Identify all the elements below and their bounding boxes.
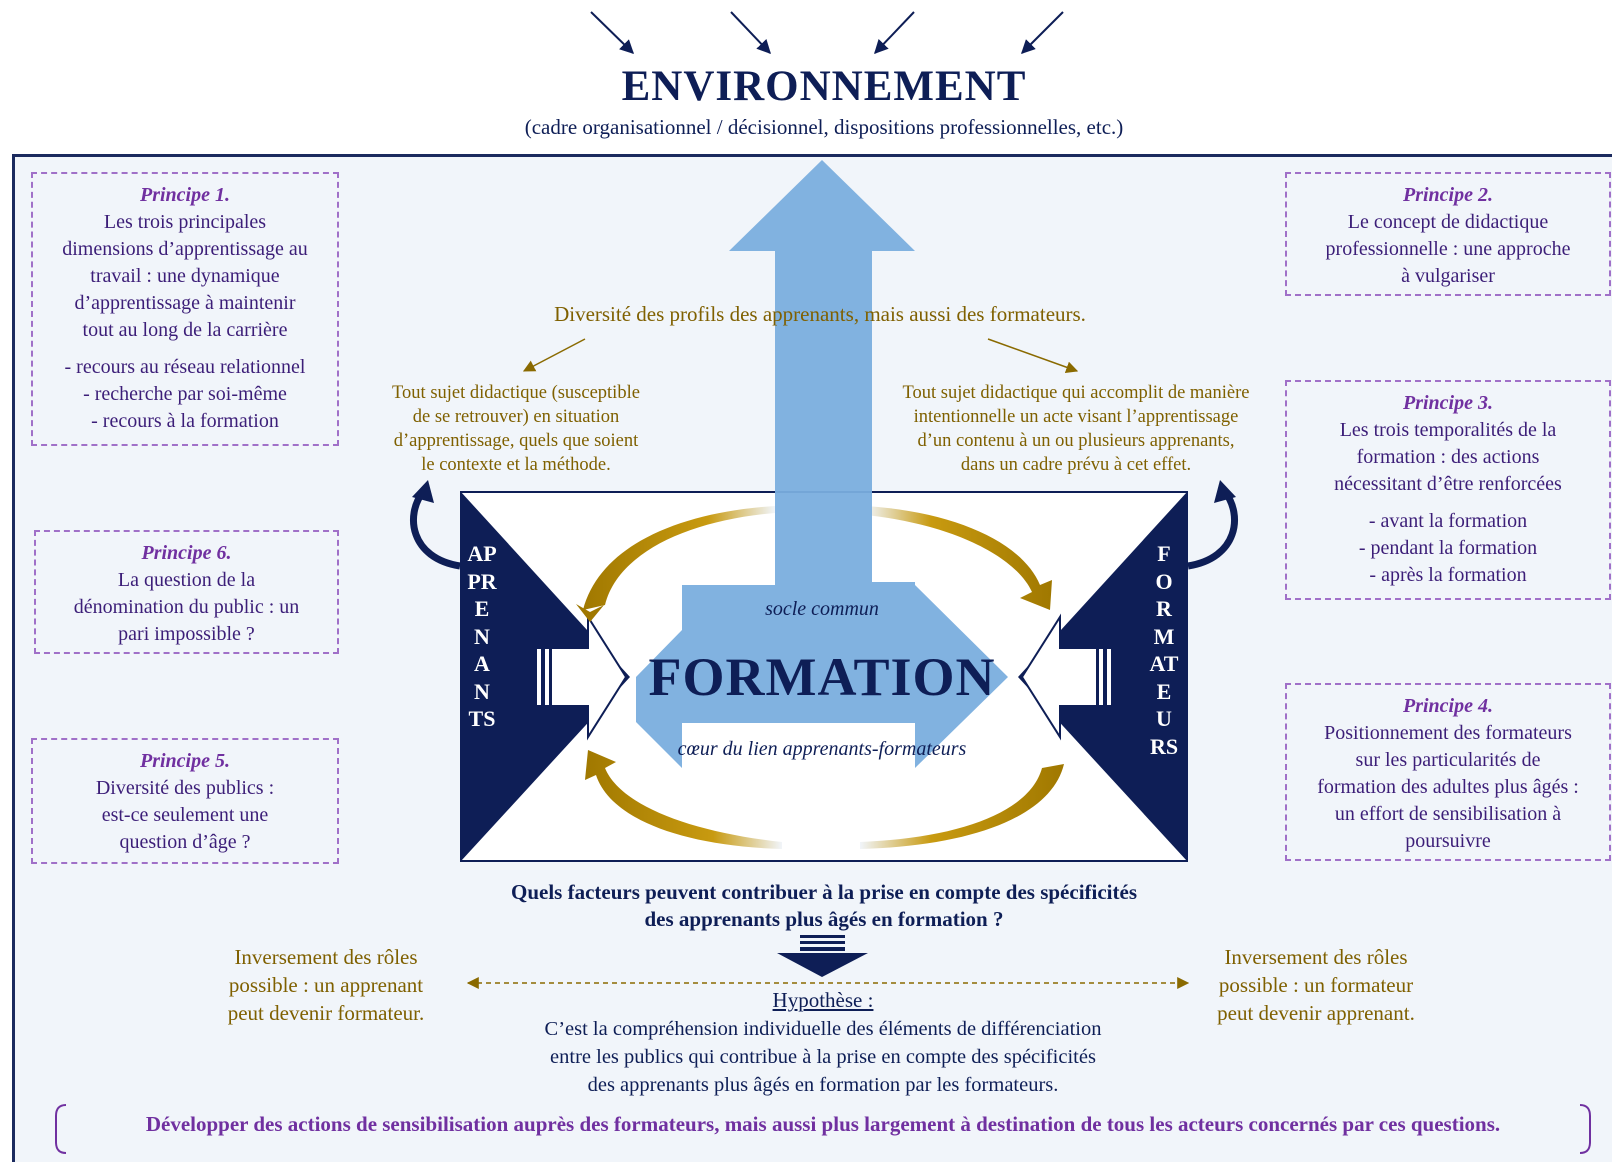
principle-1-list: - recours au réseau relationnel - recher… [64,356,306,432]
principle-1-text: Les trois principales dimensions d’appre… [62,211,308,341]
role-inversion-left: Inversement des rôles possible : un appr… [227,945,425,1025]
trainer-definition: Tout sujet didactique qui accomplit de m… [902,383,1250,475]
hypothesis-down-arrow [777,935,868,977]
principle-6-text: La question de la dénomination du public… [73,569,300,645]
principle-3-list: - avant la formation - pendant la format… [1358,510,1538,586]
principle-1-box: Principe 1. Les trois principales dimens… [31,172,339,446]
diversity-arrow-left [522,338,586,372]
principle-3-heading: Principe 3. [1403,392,1493,414]
diversity-arrow-right [987,338,1079,373]
principle-3-text: Les trois temporalités de la formation :… [1334,419,1562,495]
principle-1-heading: Principe 1. [140,184,230,206]
gold-cycle-arrows [576,506,1064,849]
core-link-label: cœur du lien apprenants-formateurs [677,738,967,760]
research-question: Quels facteurs peuvent contribuer à la p… [510,880,1138,931]
hypothesis-text: C’est la compréhension individuelle des … [544,1018,1102,1096]
principle-2-box: Principe 2. Le concept de didactique pro… [1285,172,1611,296]
principle-4-box: Principe 4. Positionnement des formateur… [1285,683,1611,861]
principle-5-box: Principe 5. Diversité des publics : est-… [31,738,339,864]
diversity-text: Diversité des profils des apprenants, ma… [554,302,1086,326]
environment-input-arrows [590,11,1064,55]
role-inversion-right: Inversement des rôles possible : un form… [1217,945,1415,1025]
formation-label: FORMATION [648,647,996,707]
principle-4-text: Positionnement des formateurs sur les pa… [1317,722,1579,852]
principle-5-heading: Principe 5. [140,750,230,772]
principle-6-heading: Principe 6. [141,542,232,564]
trainers-vertical-label: FORMATEURS [1149,541,1179,759]
formation-cross-arrow [636,160,1008,768]
principle-5-text: Diversité des publics : est-ce seulement… [95,777,275,853]
environment-title: ENVIRONNEMENT [621,63,1027,110]
environment-subtitle: (cadre organisationnel / décisionnel, di… [524,115,1124,139]
principle-6-box: Principe 6. La question de la dénominati… [34,530,339,654]
conclusion-text: Développer des actions de sensibilisatio… [145,1112,1501,1136]
principle-4-heading: Principe 4. [1403,695,1493,717]
common-base-label: socle commun [765,598,879,620]
learners-vertical-label: APPRENANTS [467,541,497,731]
principle-2-heading: Principe 2. [1403,184,1493,206]
trainers-loop-arrow [1187,489,1239,570]
learners-loop-arrow [409,489,461,570]
hypothesis-label: Hypothèse : [772,988,874,1012]
learner-definition: Tout sujet didactique (susceptible de se… [392,383,640,475]
principle-2-text: Le concept de didactique professionnelle… [1325,211,1571,287]
principle-3-box: Principe 3. Les trois temporalités de la… [1285,380,1611,600]
